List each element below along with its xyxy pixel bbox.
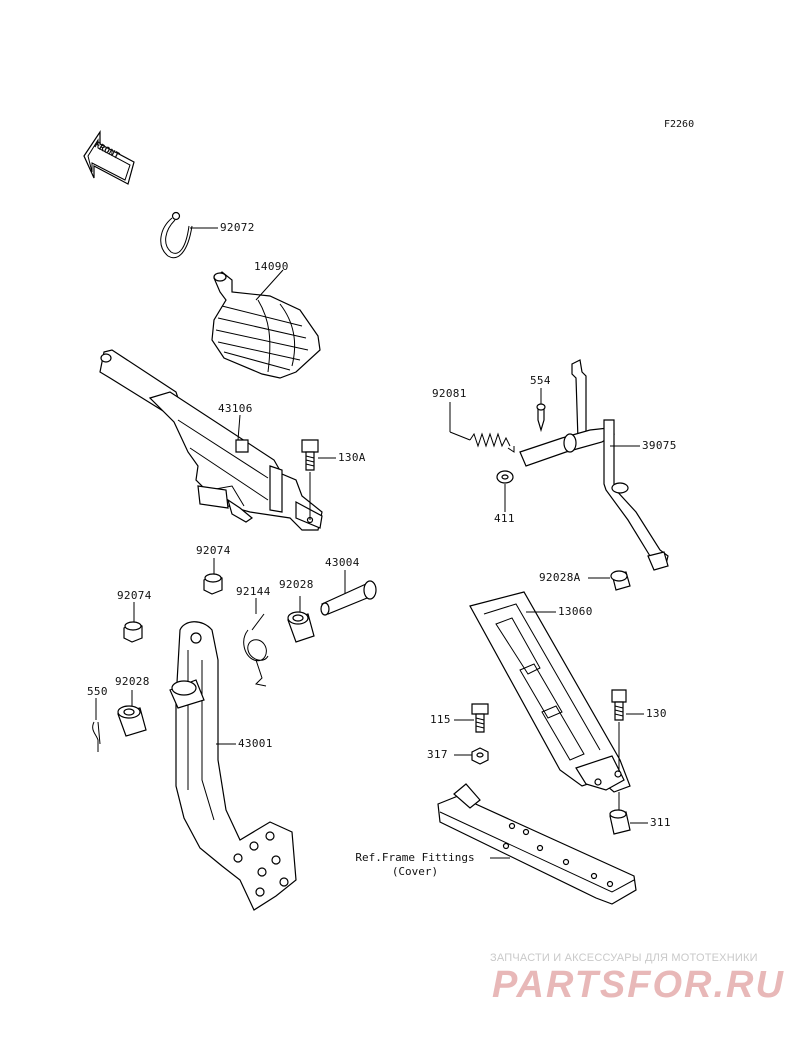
label-13060: 13060	[558, 605, 593, 618]
label-92028: 92028	[279, 578, 314, 591]
bushing-92028-left	[117, 705, 147, 737]
plate-13060	[469, 591, 631, 793]
label-43001: 43001	[238, 737, 273, 750]
label-550: 550	[87, 685, 108, 698]
clamp-92072	[160, 211, 193, 258]
bushing-92028A	[610, 570, 631, 591]
cap-92074-left	[123, 621, 143, 643]
label-554: 554	[530, 374, 551, 387]
watermark-tagline: ЗАПЧАСТИ И АКСЕССУАРЫ ДЛЯ МОТОТЕХНИКИ	[490, 952, 758, 964]
pin-554	[536, 403, 546, 433]
boot-14090	[211, 271, 321, 379]
pedal-43001	[169, 621, 297, 911]
label-39075: 39075	[642, 439, 677, 452]
label-92074-top: 92074	[196, 544, 231, 557]
spring-92081	[449, 431, 515, 453]
label-92074-left: 92074	[117, 589, 152, 602]
bolt-130A	[301, 439, 319, 471]
label-14090: 14090	[254, 260, 289, 273]
label-317: 317	[427, 748, 448, 761]
cap-92074-top	[203, 573, 223, 595]
label-92028A: 92028A	[539, 571, 581, 584]
washer-411	[496, 470, 514, 484]
label-43106: 43106	[218, 402, 253, 415]
leader-43106	[237, 414, 241, 441]
label-92072: 92072	[220, 221, 255, 234]
cotter-550	[92, 721, 101, 752]
bushing-92028	[287, 611, 315, 643]
label-43004: 43004	[325, 556, 360, 569]
label-130A: 130A	[338, 451, 366, 464]
ref-frame-fittings-note: Ref.Frame Fittings (Cover)	[340, 851, 490, 879]
ref-note-line2: (Cover)	[391, 865, 439, 878]
label-130: 130	[646, 707, 667, 720]
label-92028-left: 92028	[115, 675, 150, 688]
label-92144: 92144	[236, 585, 271, 598]
label-115: 115	[430, 713, 451, 726]
shaft-43004	[320, 580, 377, 616]
rod-39075	[519, 359, 669, 571]
frame-cover	[437, 783, 637, 905]
bolt-130	[611, 689, 627, 721]
label-92081: 92081	[432, 387, 467, 400]
nut-317	[471, 747, 489, 765]
leader-14090	[255, 269, 284, 301]
spring-92144	[243, 613, 269, 687]
label-311: 311	[650, 816, 671, 829]
ref-note-line1: Ref.Frame Fittings	[355, 851, 475, 864]
front-arrow-icon	[83, 130, 135, 185]
bolt-115	[471, 703, 489, 733]
watermark-logo: PARTSFOR.RU	[492, 964, 785, 1006]
collar-311	[609, 809, 631, 835]
diagram-code: F2260	[664, 119, 695, 130]
lever-43106	[99, 349, 323, 531]
label-411: 411	[494, 512, 515, 525]
